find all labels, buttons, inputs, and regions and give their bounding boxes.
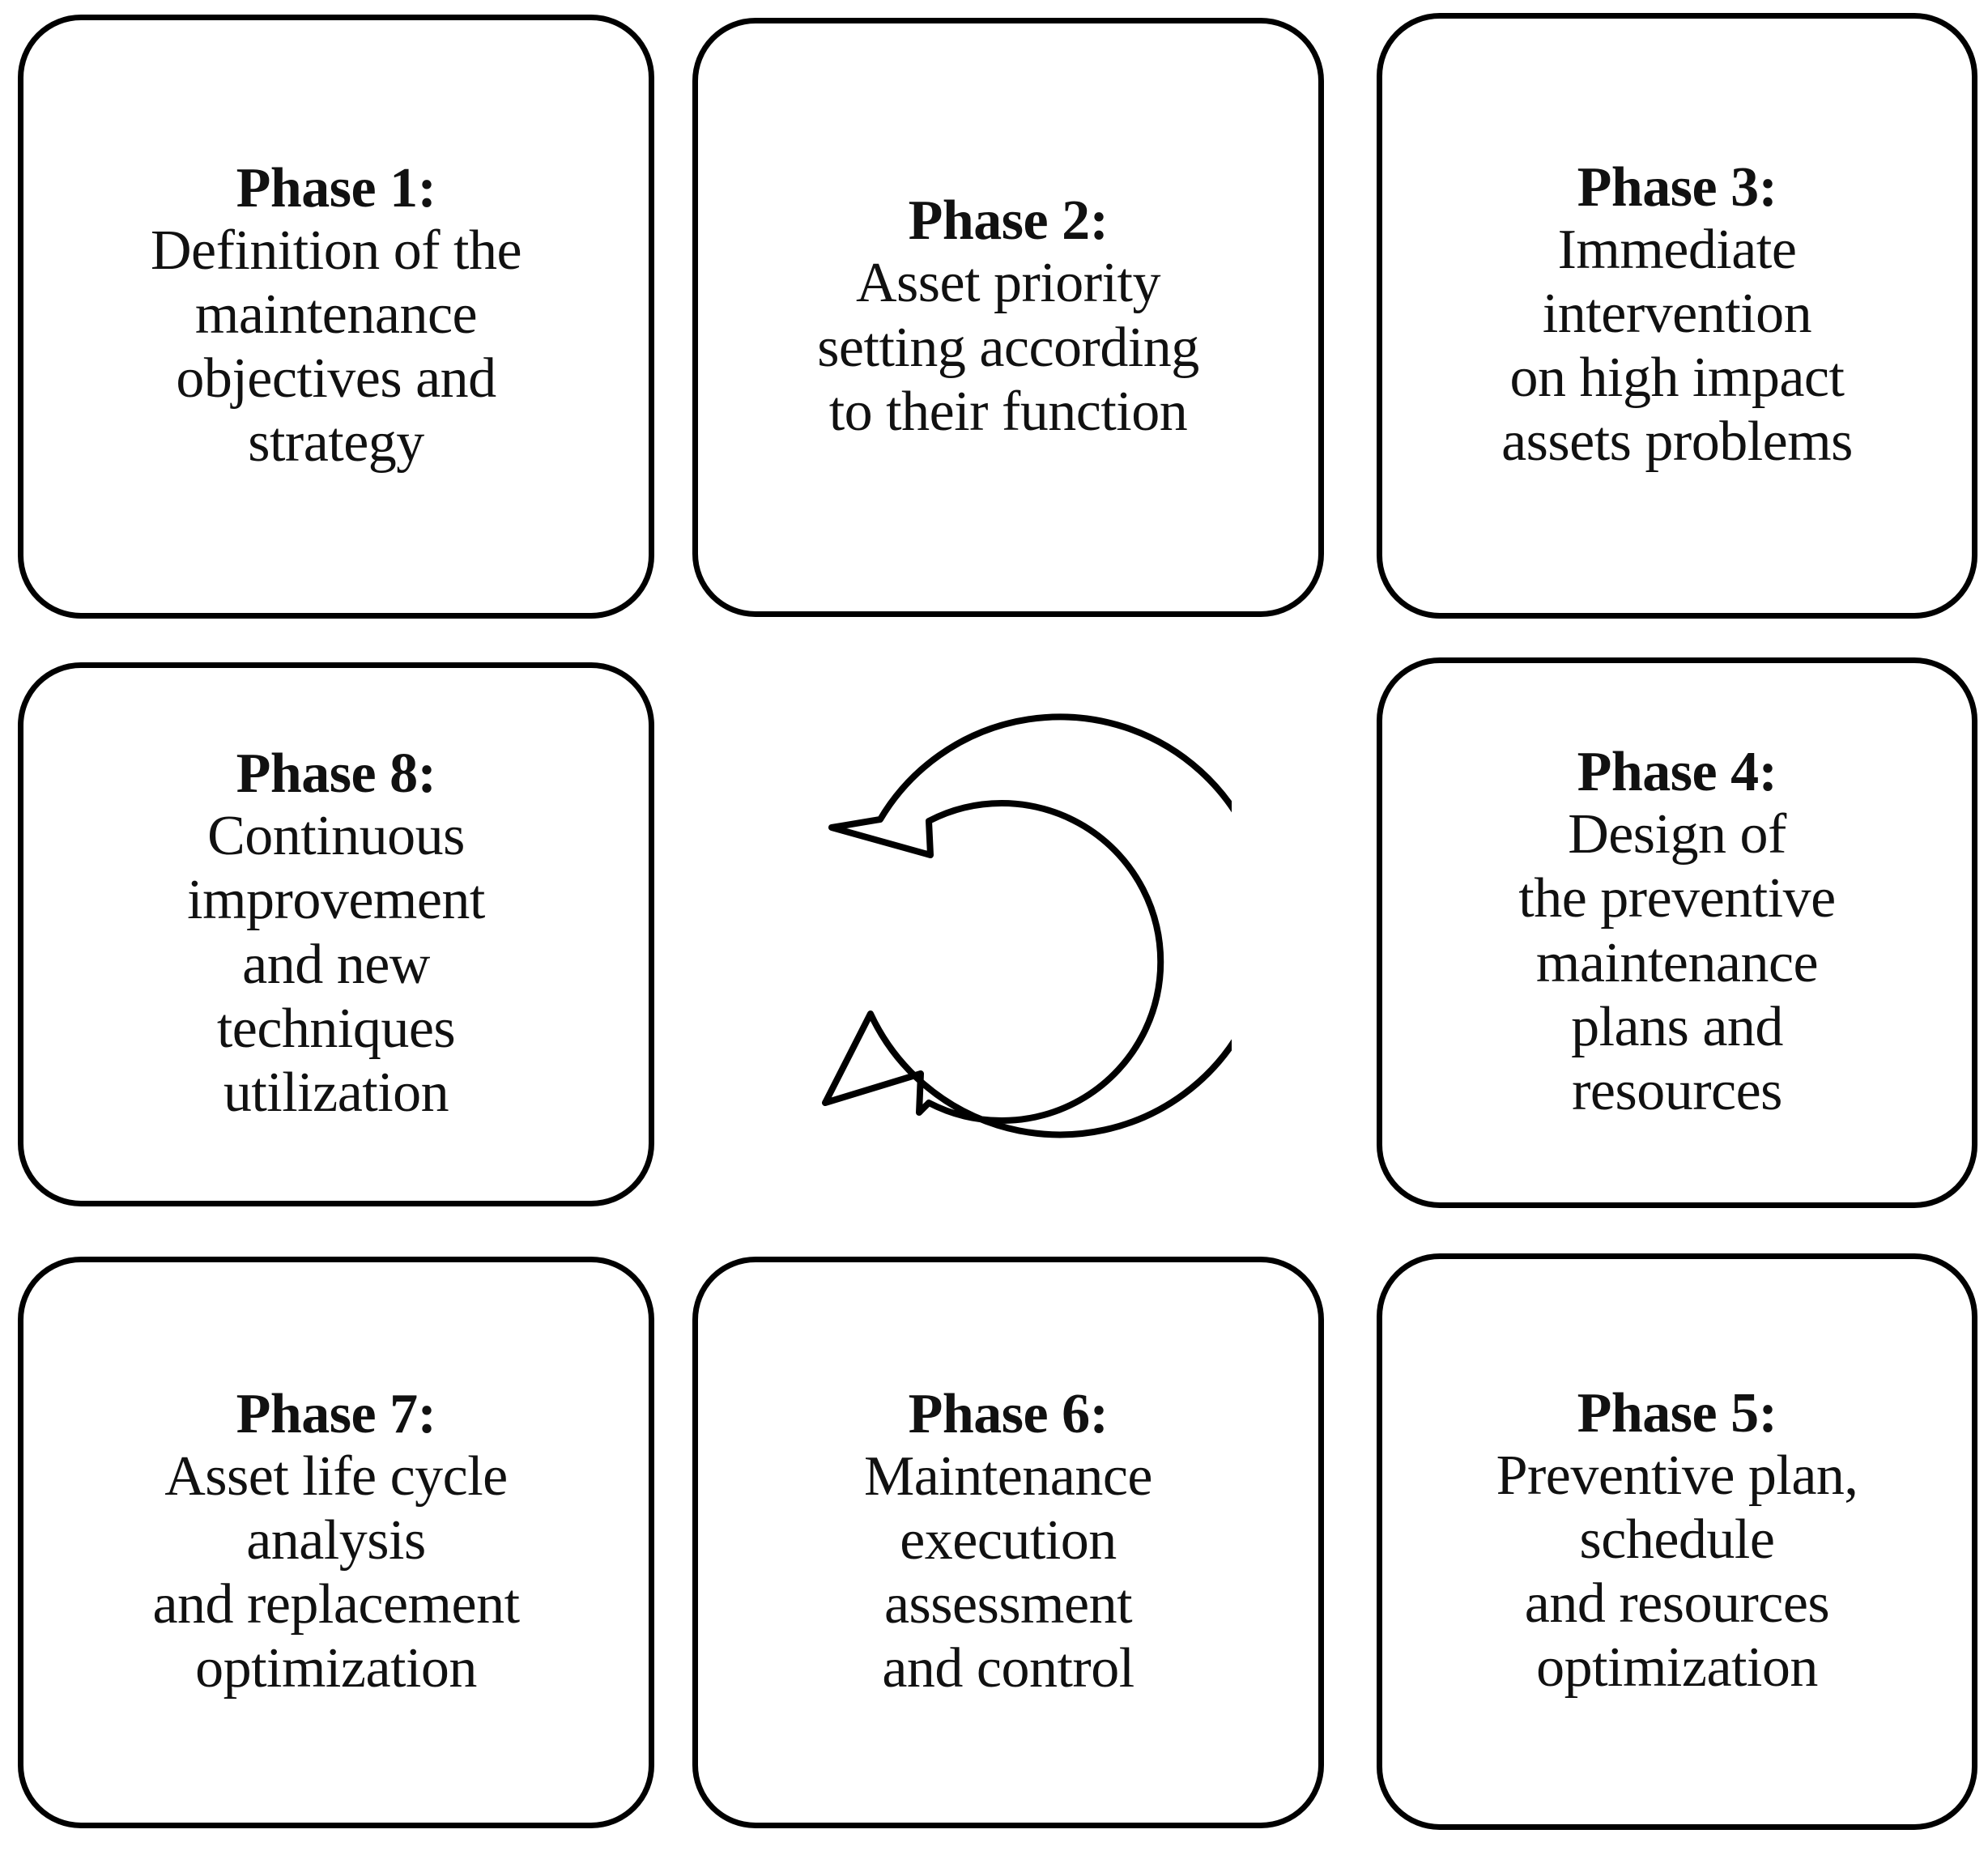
phase-description-line: optimization [1536, 1636, 1818, 1700]
phase-description-line: optimization [195, 1637, 477, 1700]
phase-description-line: maintenance [194, 283, 478, 346]
phase-description-line: execution [900, 1509, 1117, 1572]
phase-description-line: objectives and [176, 347, 496, 411]
phase-description-line: strategy [248, 411, 424, 474]
phase-title: Phase 7: [236, 1382, 436, 1445]
phase-title: Phase 2: [908, 189, 1109, 253]
phase-description-line: utilization [223, 1061, 449, 1124]
phase-description-line: intervention [1542, 283, 1812, 345]
phase-title: Phase 5: [1577, 1381, 1777, 1444]
phase-description: Design of the preventive maintenance pla… [1518, 802, 1836, 1122]
phase-description: Continuous improvement and new technique… [187, 804, 485, 1124]
phase-description-line: to their function [828, 380, 1188, 443]
phase-description-line: Design of [1568, 803, 1786, 866]
phase-description-line: assets problems [1501, 411, 1853, 474]
phase-description: Definition of the maintenance objectives… [150, 219, 522, 474]
phase-box-phase-6[interactable]: Phase 6: Maintenance execution assessmen… [692, 1257, 1324, 1828]
phase-title: Phase 1: [236, 156, 436, 219]
phase-title: Phase 6: [908, 1382, 1109, 1445]
phase-description-line: Preventive plan, [1496, 1444, 1858, 1507]
phase-description-line: and replacement [152, 1573, 520, 1636]
phase-box-phase-1[interactable]: Phase 1: Definition of the maintenance o… [18, 15, 654, 619]
circular-arrow-icon [685, 653, 1325, 1219]
phase-description-line: resources [1572, 1059, 1782, 1122]
phase-description: Preventive plan, schedule and resources … [1496, 1444, 1858, 1700]
phase-description-line: assessment [883, 1573, 1133, 1636]
phase-description-line: Maintenance [864, 1444, 1152, 1508]
phase-description-line: Asset life cycle [164, 1444, 508, 1508]
phase-description-line: and control [882, 1637, 1134, 1700]
phase-description-line: Continuous [207, 805, 465, 868]
phase-description: Asset priority setting according to thei… [817, 251, 1199, 443]
phase-description-line: Immediate [1557, 218, 1797, 281]
phase-title: Phase 4: [1577, 741, 1777, 804]
phase-description-line: analysis [246, 1509, 426, 1572]
phase-description-line: Asset priority [855, 252, 1161, 315]
phase-description-line: the preventive [1518, 867, 1836, 930]
phase-box-phase-3[interactable]: Phase 3: Immediate intervention on high … [1377, 13, 1977, 619]
phase-description: Immediate intervention on high impact as… [1501, 218, 1853, 474]
phase-box-phase-2[interactable]: Phase 2: Asset priority setting accordin… [692, 18, 1324, 617]
phase-box-phase-4[interactable]: Phase 4: Design of the preventive mainte… [1377, 657, 1977, 1208]
phase-description-line: techniques [216, 997, 456, 1060]
phase-description-line: and new [242, 933, 430, 996]
phase-description-line: maintenance [1535, 931, 1819, 994]
phase-box-phase-8[interactable]: Phase 8: Continuous improvement and new … [18, 662, 654, 1206]
phase-title: Phase 3: [1577, 155, 1777, 219]
phase-title: Phase 8: [236, 742, 436, 806]
phase-description-line: on high impact [1509, 347, 1845, 410]
phase-description-line: setting according [817, 316, 1199, 379]
phase-description-line: improvement [187, 869, 485, 932]
phase-description: Asset life cycle analysis and replacemen… [152, 1444, 520, 1700]
phase-description-line: and resources [1524, 1572, 1830, 1636]
phase-box-phase-5[interactable]: Phase 5: Preventive plan, schedule and r… [1377, 1253, 1977, 1830]
phase-description-line: plans and [1571, 995, 1783, 1058]
phase-description-line: Definition of the [150, 219, 522, 282]
phase-description-line: schedule [1579, 1508, 1775, 1571]
phase-box-phase-7[interactable]: Phase 7: Asset life cycle analysis and r… [18, 1257, 654, 1828]
phase-description: Maintenance execution assessment and con… [864, 1444, 1152, 1700]
